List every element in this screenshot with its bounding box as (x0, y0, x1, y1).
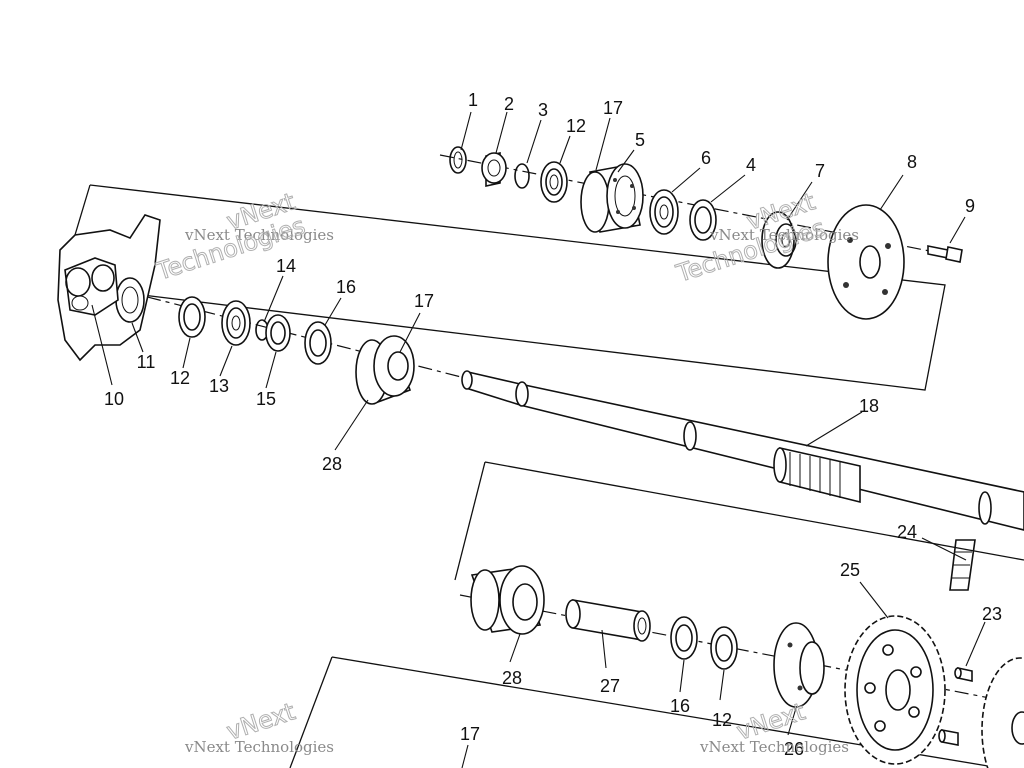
callout-18: 18 (859, 396, 879, 416)
callout-10: 10 (104, 389, 124, 409)
callout-9: 9 (965, 196, 975, 216)
part-23-bushings (938, 667, 973, 746)
part-8-wheel-hub (827, 204, 905, 320)
part-6-bearing (649, 189, 679, 235)
callout-25: 25 (840, 560, 860, 580)
callout-17-top: 17 (603, 98, 623, 118)
callout-1: 1 (468, 90, 478, 110)
part-9-bolt (927, 245, 963, 263)
part-7-hub-nut (761, 211, 797, 269)
callout-6: 6 (701, 148, 711, 168)
watermark-small-text: vNext Technologies (184, 738, 334, 756)
watermark-small-text: vNext Technologies (184, 226, 334, 244)
callout-13: 13 (209, 376, 229, 396)
watermark-3: vNext Technologies vNext (184, 697, 334, 756)
callout-8: 8 (907, 152, 917, 172)
callout-11: 11 (137, 352, 156, 372)
part-12-seal-mid (178, 296, 206, 338)
callout-labels: 1 2 3 12 17 5 6 4 7 8 9 14 16 17 11 12 1… (104, 90, 1002, 759)
part-10-brake-caliper (64, 257, 119, 316)
callout-17-mid: 17 (414, 291, 434, 311)
part-4-seal (689, 199, 717, 241)
part-24-chain (949, 539, 976, 591)
callout-24: 24 (897, 522, 917, 542)
callout-3: 3 (538, 100, 548, 120)
watermark-small-text: vNext Technologies (699, 738, 849, 756)
leader-lines (91, 111, 986, 768)
callout-12-lower: 12 (712, 710, 732, 730)
part-27-spacer-tube (565, 599, 651, 642)
callout-28-mid: 28 (322, 454, 342, 474)
part-16-seal-lower (670, 616, 698, 660)
part-18-axle (461, 370, 1024, 531)
part-2-spacer (481, 152, 507, 187)
callout-4: 4 (746, 155, 756, 175)
part-25-sprocket (844, 615, 946, 765)
callout-7: 7 (815, 161, 825, 181)
part-5-bearing-housing (580, 163, 644, 233)
part-drive-sprocket-partial (981, 657, 1024, 768)
watermark-small-text: vNext Technologies (709, 226, 859, 244)
part-12-seal-top (540, 161, 568, 203)
part-15-spacer (265, 314, 291, 352)
callout-27: 27 (600, 676, 620, 696)
part-1-snap-ring (449, 146, 467, 174)
part-26-sprocket-hub (773, 622, 825, 708)
part-12-seal-lower (710, 626, 738, 670)
part-13-bearing (221, 300, 251, 346)
callout-17-lower: 17 (460, 724, 480, 744)
callout-14: 14 (276, 256, 296, 276)
callout-5: 5 (635, 130, 645, 150)
callout-12-top: 12 (566, 116, 586, 136)
callout-23: 23 (982, 604, 1002, 624)
callout-16-lower: 16 (670, 696, 690, 716)
part-28-bearing-carrier-lower (470, 565, 545, 635)
callout-2: 2 (504, 94, 514, 114)
callout-12-mid: 12 (170, 368, 190, 388)
callout-16-mid: 16 (336, 277, 356, 297)
callout-28-lower: 28 (502, 668, 522, 688)
callout-15: 15 (256, 389, 276, 409)
part-16-seal-mid (304, 321, 332, 365)
part-28-bearing-carrier (355, 335, 415, 405)
part-3-o-ring (514, 163, 530, 189)
callout-26: 26 (784, 739, 804, 759)
watermark-1: vNext Technologies vNext Technologies (152, 187, 334, 287)
assembly-frames (59, 184, 1024, 768)
